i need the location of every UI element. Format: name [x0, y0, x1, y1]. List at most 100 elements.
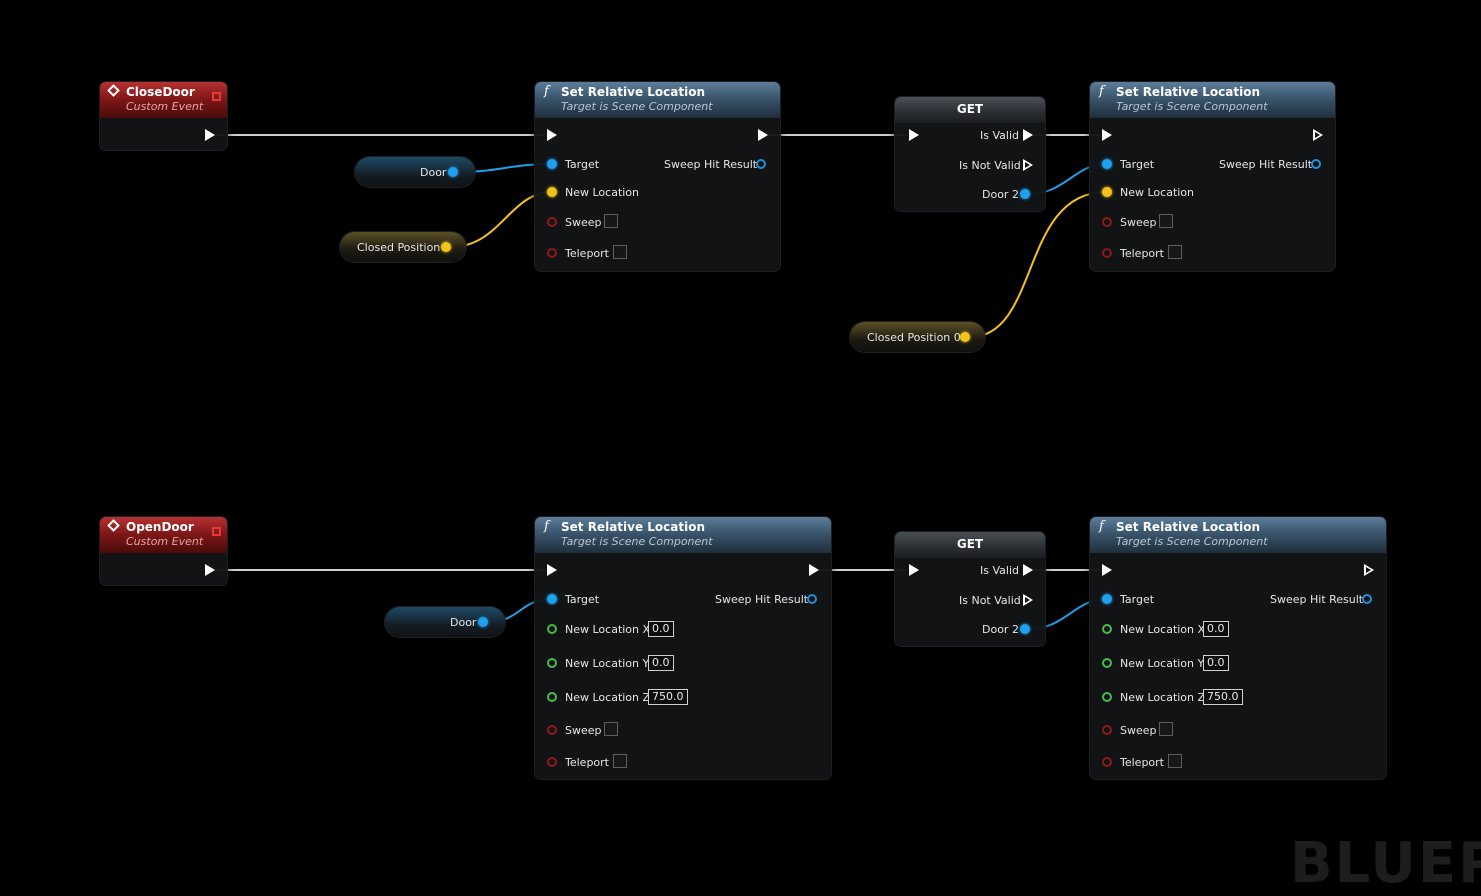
target-pin[interactable]: [547, 159, 557, 169]
exec-in-pin[interactable]: [547, 129, 557, 141]
door-variable-node[interactable]: Door: [355, 157, 475, 187]
new-location-z-input[interactable]: 750.0: [648, 689, 688, 705]
teleport-checkbox[interactable]: [1168, 754, 1182, 768]
pin-label: Is Valid: [980, 129, 1019, 142]
exec-in-pin[interactable]: [1102, 129, 1112, 141]
get-validated-node[interactable]: GET Is Valid Is Not Valid Door 2: [895, 97, 1045, 211]
sweep-hit-result-pin[interactable]: [1362, 594, 1372, 604]
sweep-hit-result-pin[interactable]: [807, 594, 817, 604]
set-relative-location-node[interactable]: f Set Relative Location Target is Scene …: [535, 82, 780, 271]
sweep-checkbox[interactable]: [604, 214, 618, 228]
pin-label: Sweep Hit Result: [1270, 593, 1364, 606]
target-pin[interactable]: [547, 594, 557, 604]
sweep-checkbox[interactable]: [1159, 214, 1173, 228]
variable-label: Door: [450, 616, 477, 629]
object-out-pin[interactable]: [448, 167, 458, 177]
exec-out-pin[interactable]: [758, 129, 768, 141]
closed-position-0-variable-node[interactable]: Closed Position 0: [850, 322, 985, 352]
new-location-z-pin[interactable]: [1102, 692, 1112, 702]
event-header[interactable]: OpenDoor Custom Event: [100, 517, 227, 553]
is-valid-pin[interactable]: [1023, 129, 1033, 141]
exec-in-pin[interactable]: [547, 564, 557, 576]
function-title: Set Relative Location: [1116, 85, 1261, 99]
exec-out-pin[interactable]: [809, 564, 819, 576]
pin-label: New Location Z: [565, 691, 651, 704]
sweep-hit-result-pin[interactable]: [1311, 159, 1321, 169]
teleport-checkbox[interactable]: [613, 754, 627, 768]
new-location-pin[interactable]: [547, 187, 557, 197]
sweep-pin[interactable]: [1102, 217, 1112, 227]
teleport-pin[interactable]: [1102, 248, 1112, 258]
new-location-x-input[interactable]: 0.0: [648, 621, 674, 637]
target-pin[interactable]: [1102, 159, 1112, 169]
sweep-pin[interactable]: [547, 725, 557, 735]
function-header[interactable]: f Set Relative Location Target is Scene …: [535, 82, 780, 118]
teleport-pin[interactable]: [547, 757, 557, 767]
new-location-y-pin[interactable]: [1102, 658, 1112, 668]
sweep-checkbox[interactable]: [604, 722, 618, 736]
new-location-pin[interactable]: [1102, 187, 1112, 197]
event-header[interactable]: CloseDoor Custom Event: [100, 82, 227, 118]
is-not-valid-pin[interactable]: [1023, 594, 1033, 606]
pin-label: New Location Z: [1120, 691, 1206, 704]
function-title: Set Relative Location: [561, 520, 706, 534]
set-relative-location-node[interactable]: f Set Relative Location Target is Scene …: [1090, 82, 1335, 271]
teleport-pin[interactable]: [547, 248, 557, 258]
get-header[interactable]: GET: [895, 97, 1045, 123]
new-location-x-input[interactable]: 0.0: [1203, 621, 1229, 637]
exec-out-pin[interactable]: [1313, 129, 1323, 141]
is-valid-pin[interactable]: [1023, 564, 1033, 576]
pin-label: Sweep Hit Result: [715, 593, 809, 606]
new-location-y-pin[interactable]: [547, 658, 557, 668]
exec-in-pin[interactable]: [909, 129, 919, 141]
open-door-event-node[interactable]: OpenDoor Custom Event: [100, 517, 227, 585]
function-header[interactable]: f Set Relative Location Target is Scene …: [1090, 82, 1335, 118]
teleport-checkbox[interactable]: [1168, 245, 1182, 259]
variable-label: Door: [420, 166, 447, 179]
get-header[interactable]: GET: [895, 532, 1045, 558]
new-location-z-input[interactable]: 750.0: [1203, 689, 1243, 705]
set-relative-location-node[interactable]: f Set Relative Location Target is Scene …: [535, 517, 831, 779]
get-validated-node[interactable]: GET Is Valid Is Not Valid Door 2: [895, 532, 1045, 646]
sweep-checkbox[interactable]: [1159, 722, 1173, 736]
sweep-pin[interactable]: [547, 217, 557, 227]
exec-in-pin[interactable]: [909, 564, 919, 576]
close-door-event-node[interactable]: CloseDoor Custom Event: [100, 82, 227, 150]
pin-label: Target: [565, 593, 600, 606]
new-location-x-pin[interactable]: [547, 624, 557, 634]
door2-out-pin[interactable]: [1020, 189, 1030, 199]
function-subtitle: Target is Scene Component: [1116, 535, 1268, 548]
function-title: Set Relative Location: [561, 85, 706, 99]
new-location-y-input[interactable]: 0.0: [648, 655, 674, 671]
exec-out-pin[interactable]: [205, 129, 215, 141]
is-not-valid-pin[interactable]: [1023, 159, 1033, 171]
closed-position-variable-node[interactable]: Closed Position: [340, 232, 466, 262]
vector-out-pin[interactable]: [441, 242, 451, 252]
sweep-pin[interactable]: [1102, 725, 1112, 735]
red-square-icon[interactable]: [212, 92, 221, 101]
pin-label: Target: [565, 158, 600, 171]
set-relative-location-node[interactable]: f Set Relative Location Target is Scene …: [1090, 517, 1386, 779]
door2-out-pin[interactable]: [1020, 624, 1030, 634]
exec-out-pin[interactable]: [1364, 564, 1374, 576]
teleport-checkbox[interactable]: [613, 245, 627, 259]
teleport-pin[interactable]: [1102, 757, 1112, 767]
get-title: GET: [956, 537, 984, 551]
function-header[interactable]: f Set Relative Location Target is Scene …: [1090, 517, 1386, 553]
exec-in-pin[interactable]: [1102, 564, 1112, 576]
vector-out-pin[interactable]: [960, 332, 970, 342]
vector-wire[interactable]: [969, 191, 1107, 338]
pin-label: New Location X: [565, 623, 651, 636]
new-location-y-input[interactable]: 0.0: [1203, 655, 1229, 671]
sweep-hit-result-pin[interactable]: [756, 159, 766, 169]
function-subtitle: Target is Scene Component: [561, 535, 713, 548]
exec-out-pin[interactable]: [205, 564, 215, 576]
door-variable-node[interactable]: Door: [385, 607, 505, 637]
red-square-icon[interactable]: [212, 527, 221, 536]
f-icon: f: [544, 519, 549, 534]
new-location-x-pin[interactable]: [1102, 624, 1112, 634]
function-header[interactable]: f Set Relative Location Target is Scene …: [535, 517, 831, 553]
object-out-pin[interactable]: [478, 617, 488, 627]
target-pin[interactable]: [1102, 594, 1112, 604]
new-location-z-pin[interactable]: [547, 692, 557, 702]
